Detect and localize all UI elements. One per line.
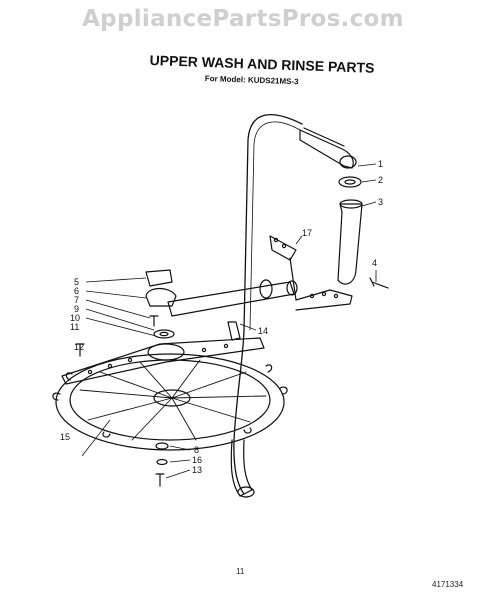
callout-3: 3 (378, 197, 383, 207)
callout-14: 14 (258, 326, 268, 336)
callout-11: 11 (70, 322, 79, 332)
rack-spokes (79, 359, 267, 441)
screw-part-4 (369, 277, 389, 289)
rack-inner-rim (69, 359, 271, 441)
callout-1: 1 (378, 159, 383, 169)
washer-part-10 (153, 329, 175, 339)
grommet (338, 176, 362, 188)
screw-part-7 (149, 315, 159, 327)
callout-12: 12 (74, 342, 84, 352)
page-number: 11 (236, 567, 245, 576)
clip-part-5 (145, 269, 173, 287)
rack-outer-rim (55, 353, 285, 451)
manifold-tube (337, 203, 363, 285)
washer-part-8 (155, 442, 169, 450)
supply-tube-inner (249, 121, 301, 331)
callout-6: 6 (74, 286, 79, 296)
callout-9: 9 (74, 304, 79, 314)
screw-part-12 (75, 343, 85, 357)
callout-8: 8 (194, 445, 199, 455)
tube-part-14 (227, 321, 241, 341)
callout-16: 16 (192, 455, 202, 465)
callout-17: 17 (302, 228, 312, 238)
document-number: 4171334 (432, 580, 464, 589)
callout-5: 5 (74, 277, 79, 287)
feed-tube (167, 281, 295, 317)
callout-4: 4 (372, 258, 377, 268)
callout-7: 7 (74, 295, 79, 305)
washer-part-16 (156, 458, 168, 466)
elbow-end (339, 155, 357, 169)
callout-2: 2 (378, 175, 383, 185)
callout-13: 13 (192, 465, 202, 475)
lower-tube-end (237, 486, 255, 498)
watermark-text: AppliancePartsPros.com (82, 6, 404, 32)
screw-part-13 (155, 473, 165, 487)
bearing-part-6 (145, 287, 177, 307)
lower-tube (230, 439, 253, 497)
rack-hooks (52, 364, 288, 438)
feed-tube-collar (259, 279, 273, 299)
spray-arm (61, 337, 265, 385)
supply-tube (233, 114, 303, 495)
elbow-conduit (299, 129, 354, 169)
callout-15: 15 (60, 432, 70, 442)
spray-arm-hub (147, 343, 185, 361)
callout-10: 10 (70, 313, 80, 323)
